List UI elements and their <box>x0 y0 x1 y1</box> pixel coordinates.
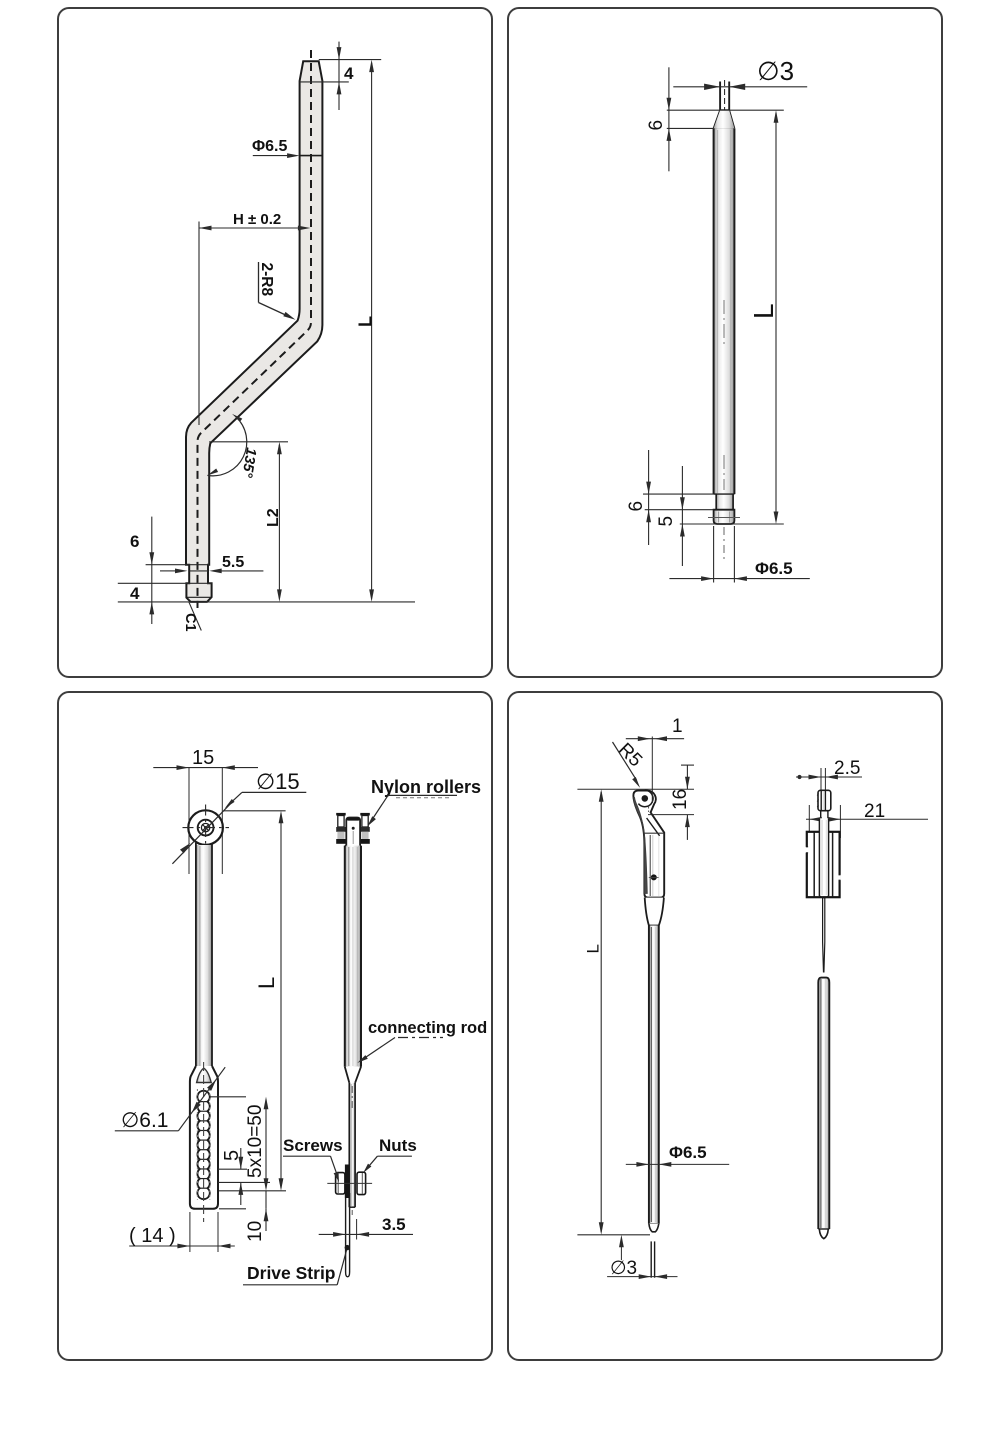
svg-text:5: 5 <box>221 1150 243 1161</box>
svg-text:5.5: 5.5 <box>222 554 244 571</box>
svg-text:L2: L2 <box>265 508 282 527</box>
svg-text:∅15: ∅15 <box>256 769 300 794</box>
svg-text:6: 6 <box>130 532 139 551</box>
svg-text:Nylon rollers: Nylon rollers <box>371 777 481 797</box>
svg-text:∅3: ∅3 <box>757 56 794 86</box>
svg-text:connecting rod: connecting rod <box>368 1019 487 1037</box>
svg-text:4: 4 <box>344 64 354 83</box>
svg-text:6: 6 <box>626 501 647 512</box>
svg-text:Nuts: Nuts <box>379 1136 417 1155</box>
svg-text:5: 5 <box>656 516 677 527</box>
svg-text:2.5: 2.5 <box>834 758 860 779</box>
svg-text:L: L <box>254 977 279 989</box>
svg-text:135°: 135° <box>238 446 259 478</box>
svg-text:5x10=50: 5x10=50 <box>245 1105 266 1178</box>
svg-text:R5: R5 <box>614 739 646 771</box>
svg-text:C1: C1 <box>182 613 198 632</box>
svg-text:∅6.1: ∅6.1 <box>121 1109 169 1132</box>
svg-text:Screws: Screws <box>283 1136 343 1155</box>
svg-text:2-R8: 2-R8 <box>258 263 275 297</box>
svg-text:∅3: ∅3 <box>610 1258 637 1279</box>
svg-text:Φ6.5: Φ6.5 <box>252 138 287 155</box>
svg-text:H ± 0.2: H ± 0.2 <box>233 211 281 228</box>
svg-text:16: 16 <box>670 789 691 810</box>
svg-text:L: L <box>748 303 779 319</box>
svg-text:L: L <box>584 944 603 953</box>
svg-text:10: 10 <box>245 1221 266 1242</box>
svg-text:L: L <box>356 316 376 327</box>
svg-text:Drive Strip: Drive Strip <box>247 1263 336 1283</box>
svg-text:15: 15 <box>192 747 214 769</box>
svg-text:4: 4 <box>130 584 140 603</box>
svg-text:3.5: 3.5 <box>382 1215 406 1234</box>
svg-text:Φ6.5: Φ6.5 <box>755 559 793 578</box>
svg-text:6: 6 <box>646 120 667 131</box>
svg-text:1: 1 <box>672 716 683 737</box>
svg-text:21: 21 <box>864 801 885 822</box>
svg-text:( 14 ): ( 14 ) <box>129 1225 176 1247</box>
svg-text:Φ6.5: Φ6.5 <box>669 1143 707 1162</box>
